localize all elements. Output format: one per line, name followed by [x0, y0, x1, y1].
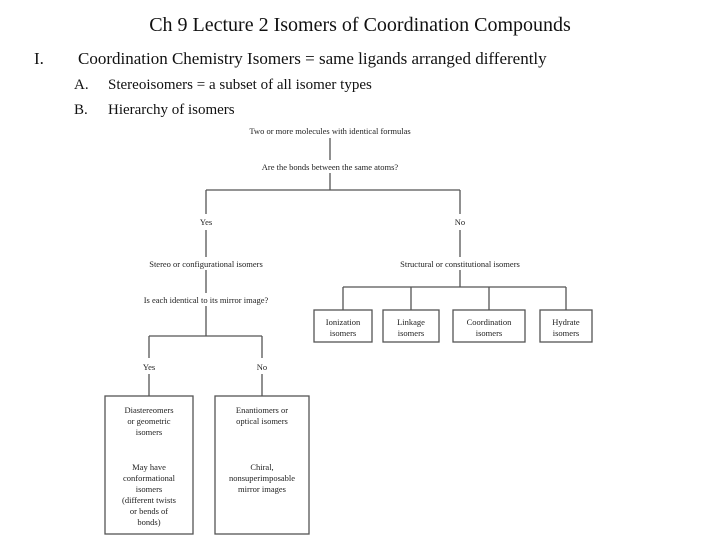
box-line: mirror images	[238, 484, 286, 494]
diagram-connectors	[148, 138, 567, 396]
structural-type-boxes: Ionization isomers Linkage isomers Coord…	[313, 309, 593, 343]
coordination-box	[452, 309, 526, 343]
outline-item-text: Hierarchy of isomers	[108, 102, 235, 118]
diastereomers-box: Diastereomers or geometric isomers May h…	[104, 395, 194, 535]
outline-item-label: B.	[74, 102, 88, 118]
box-line: Enantiomers or	[236, 405, 288, 415]
box-line: isomers	[136, 484, 162, 494]
outline-item-label: A.	[74, 77, 89, 93]
root-node-text: Two or more molecules with identical for…	[249, 126, 410, 136]
box-line: Chiral,	[250, 462, 273, 472]
structural-isomers-node-text: Structural or constitutional isomers	[400, 259, 520, 269]
enantiomers-box: Enantiomers or optical isomers Chiral, n…	[214, 395, 310, 535]
branch-no-label: No	[455, 217, 465, 227]
outline-item-text: Stereoisomers = a subset of all isomer t…	[108, 77, 372, 93]
box-line: or geometric	[127, 416, 170, 426]
box-line: Diastereomers	[124, 405, 173, 415]
box-line: isomers	[476, 328, 502, 338]
hydrate-box	[539, 309, 593, 343]
box-line: Linkage	[397, 317, 425, 327]
box-line: (different twists	[122, 495, 176, 505]
box-line: nonsuperimposable	[229, 473, 295, 483]
branch-yes-label: Yes	[200, 217, 212, 227]
box-line: Ionization	[326, 317, 361, 327]
branch-no-label: No	[257, 362, 267, 372]
box-line: Hydrate	[552, 317, 580, 327]
box-line: isomers	[330, 328, 356, 338]
box-line: isomers	[136, 427, 162, 437]
outline-number: I.	[34, 49, 44, 68]
box-line: isomers	[398, 328, 424, 338]
bonds-question-text: Are the bonds between the same atoms?	[262, 162, 399, 172]
linkage-box	[382, 309, 440, 343]
box-line: optical isomers	[236, 416, 288, 426]
outline-heading: Coordination Chemistry Isomers = same li…	[78, 49, 547, 68]
box-line: bonds)	[137, 517, 160, 527]
box-line: conformational	[123, 473, 176, 483]
ionization-box	[313, 309, 373, 343]
box-line: isomers	[553, 328, 579, 338]
stereoisomers-node-text: Stereo or configurational isomers	[149, 259, 263, 269]
outline-item-a: A. Stereoisomers = a subset of all isomer…	[74, 77, 372, 94]
box-line: Coordination	[467, 317, 513, 327]
box-line: May have	[132, 462, 166, 472]
box-line: or bends of	[130, 506, 168, 516]
branch-yes-label: Yes	[143, 362, 155, 372]
slide-title: Ch 9 Lecture 2 Isomers of Coordination C…	[149, 14, 571, 36]
outline-item-b: B. Hierarchy of isomers	[74, 102, 235, 119]
mirror-question-text: Is each identical to its mirror image?	[144, 295, 269, 305]
